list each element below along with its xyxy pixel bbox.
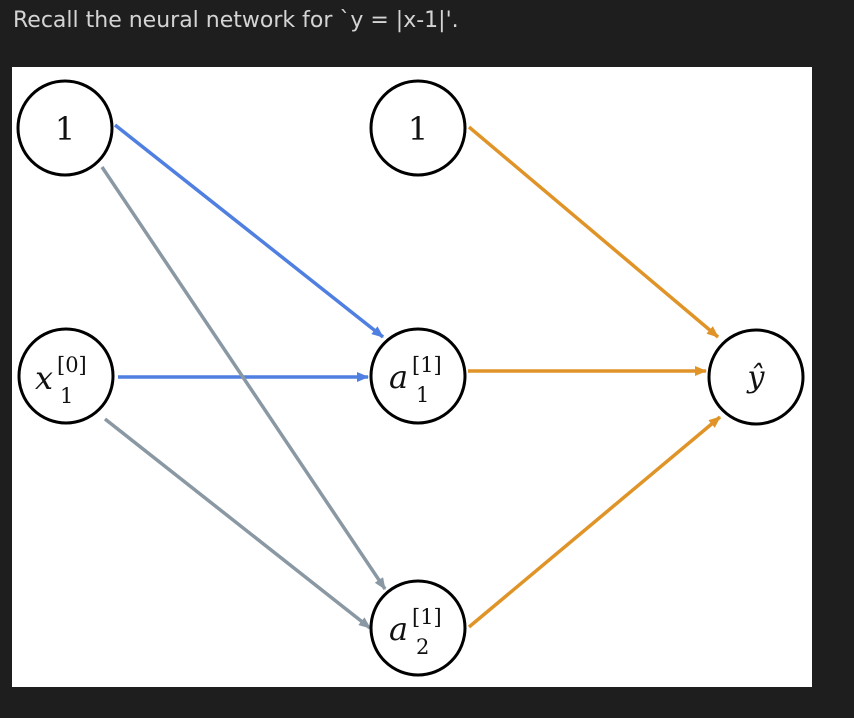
edge-bias-input-to-a2	[100, 166, 387, 590]
node-bias-hidden: 1	[369, 79, 467, 177]
question-text: Recall the neural network for `y = |x-1|…	[13, 8, 459, 33]
node-yhat-label: ŷ	[746, 360, 766, 395]
network-svg: 1 x [0] 1 1 a [1] 1 a [1] 2 ŷ	[16, 79, 805, 677]
node-bias-input: 1	[16, 79, 114, 177]
edge-bias-input-to-a1	[113, 123, 385, 339]
edge-bias-hidden-to-yhat	[467, 125, 720, 339]
node-a2: a [1] 2	[369, 579, 467, 677]
edge-x1-to-a2	[103, 417, 372, 630]
node-x1-sub: 1	[60, 384, 73, 408]
edge-a2-to-yhat	[467, 415, 722, 629]
node-a2-base: a	[389, 610, 408, 648]
node-a2-sup: [1]	[412, 605, 442, 629]
node-x1-sup: [0]	[57, 353, 87, 377]
node-a1-base: a	[389, 358, 408, 396]
network-diagram: 1 x [0] 1 1 a [1] 1 a [1] 2 ŷ	[12, 67, 812, 687]
node-x1-base: x	[35, 359, 53, 397]
node-bias-hidden-label: 1	[408, 110, 428, 148]
node-yhat: ŷ	[707, 328, 805, 426]
node-x1: x [0] 1	[17, 327, 115, 425]
node-a2-sub: 2	[416, 635, 429, 659]
node-a1-sup: [1]	[412, 353, 442, 377]
node-bias-input-label: 1	[55, 110, 75, 148]
node-a1-sub: 1	[416, 383, 429, 407]
node-a1: a [1] 1	[369, 327, 467, 425]
